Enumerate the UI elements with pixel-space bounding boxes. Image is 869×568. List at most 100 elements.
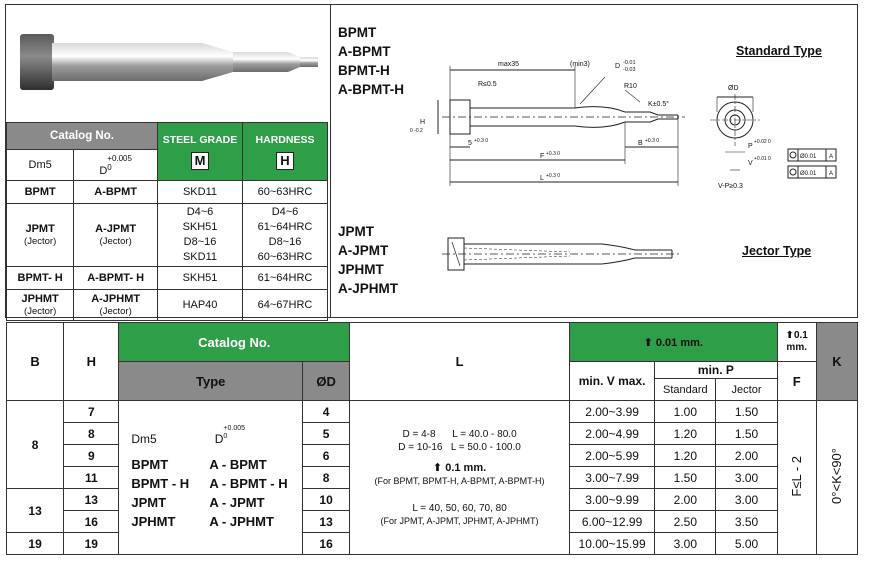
d-value: 8 bbox=[302, 466, 351, 489]
dim-p-tol: +0.02 0 bbox=[754, 139, 771, 145]
p-standard-header: Standard bbox=[654, 378, 717, 401]
dim-max35: max35 bbox=[498, 61, 519, 68]
l-range-2: D = 10-16 L = 50.0 - 100.0 bbox=[398, 441, 521, 453]
steel-grade-header: STEEL GRADE M bbox=[157, 122, 243, 181]
d-value: 16 bbox=[302, 532, 351, 555]
od-header: ØD bbox=[302, 361, 351, 401]
l-tol-text: 0.1 mm. bbox=[445, 461, 487, 474]
row-bpmt-grade: SKD11 bbox=[157, 180, 243, 204]
hardness-label: HARDNESS bbox=[255, 133, 315, 146]
tolerance-header-text: 0.01 mm. bbox=[655, 336, 703, 349]
type-d-tol-top: +0.005 bbox=[223, 424, 245, 432]
a-jphmt-sub: (Jector) bbox=[99, 305, 132, 317]
k-rule: 0°<K<90° bbox=[829, 448, 845, 504]
p-std-value: 2.50 bbox=[654, 510, 717, 533]
jector-type-drawing bbox=[442, 237, 680, 271]
hard-line: D8~16 bbox=[268, 236, 302, 248]
tolerance-header: ⬆ 0.01 mm. bbox=[568, 322, 778, 362]
dim-h-tol: 0 -0.2 bbox=[410, 128, 423, 134]
standard-type-label: Standard Type bbox=[736, 44, 822, 58]
p-jec-value: 3.00 bbox=[715, 488, 778, 511]
h-header: H bbox=[63, 322, 120, 401]
l-note-2: (For JPMT, A-JPMT, JPHMT, A-JPHMT) bbox=[380, 515, 539, 526]
v-value: 2.00~3.99 bbox=[568, 400, 656, 423]
dim-l-tol: +0.3 0 bbox=[546, 173, 560, 179]
min-v-max-header: min. V max. bbox=[568, 361, 656, 401]
dim-k: K±0.5° bbox=[648, 100, 669, 108]
row-bpmth-hard: 61~64HRC bbox=[242, 266, 328, 290]
l-note-1: (For BPMT, BPMT-H, A-BPMT, A-BPMT-H) bbox=[374, 475, 545, 486]
row-jphmt-a: JPHMT(Jector) bbox=[5, 289, 75, 321]
p-std-value: 1.20 bbox=[654, 444, 717, 467]
title-a-bpmt: A-BPMT bbox=[338, 44, 391, 59]
geo-tol-1: Ø0.01 bbox=[800, 154, 817, 160]
up-arrow-icon: ⬆ bbox=[643, 336, 653, 349]
a-jpmt-sub: (Jector) bbox=[99, 235, 132, 247]
dim-p: P bbox=[748, 143, 753, 150]
dim-d-tol-b: -0.03 bbox=[623, 67, 636, 73]
l-range-1: D = 4-8 L = 40.0 - 80.0 bbox=[402, 428, 517, 440]
f-tol-value: 0.1 bbox=[793, 330, 808, 341]
p-jec-value: 3.00 bbox=[715, 466, 778, 489]
f-rule: F≤L - 2 bbox=[789, 455, 805, 497]
grade-line: SKD11 bbox=[182, 251, 218, 263]
h-value: 7 bbox=[63, 400, 120, 423]
jpmt-label: JPMT bbox=[25, 222, 55, 235]
type-header: Type bbox=[118, 361, 304, 401]
hardness-symbol: H bbox=[276, 151, 294, 170]
title-jphmt: JPHMT bbox=[338, 262, 384, 277]
row-bpmt-b: A-BPMT bbox=[73, 180, 158, 204]
row-jpmt-grade: D4~6 SKH51 D8~16 SKD11 bbox=[157, 203, 243, 267]
dim-min3: (min3) bbox=[570, 61, 590, 68]
k-header: K bbox=[815, 322, 859, 401]
type-d: D bbox=[214, 431, 224, 446]
h-value: 11 bbox=[63, 466, 120, 489]
row-bpmth-b: A-BPMT- H bbox=[73, 266, 158, 290]
d-label: D bbox=[99, 164, 108, 177]
jpmt-sub: (Jector) bbox=[24, 235, 57, 247]
jphmt-label: JPHMT bbox=[21, 292, 59, 305]
dim-d-tol-a: -0.01 bbox=[623, 60, 636, 66]
f-tol-unit: mm. bbox=[786, 342, 807, 353]
row-bpmth-a: BPMT- H bbox=[5, 266, 75, 290]
catalog-no-header: Catalog No. bbox=[118, 322, 351, 362]
up-arrow-icon: ⬆ bbox=[785, 330, 794, 341]
dim-b: B bbox=[638, 140, 643, 147]
dim-f: F bbox=[540, 153, 544, 160]
type-right: A - BPMT - H bbox=[209, 475, 288, 491]
p-jec-value: 1.50 bbox=[715, 400, 778, 423]
h-value: 9 bbox=[63, 444, 120, 467]
h-value: 16 bbox=[63, 510, 120, 533]
dim-vp: V-P≥0.3 bbox=[718, 183, 743, 190]
dim-d: D bbox=[615, 63, 620, 70]
ejector-pin-photo bbox=[20, 34, 318, 90]
dim-s-tol: +0.3 0 bbox=[474, 138, 488, 144]
frame-top bbox=[5, 4, 858, 318]
dim-v: V bbox=[748, 160, 753, 167]
row-jpmt-hard: D4~6 61~64HRC D8~16 60~63HRC bbox=[242, 203, 328, 267]
title-a-bpmt-h: A-BPMT-H bbox=[338, 82, 404, 97]
catalog-header: Catalog No. bbox=[6, 122, 158, 150]
b-header: B bbox=[5, 322, 65, 401]
f-rule-cell: F≤L - 2 bbox=[776, 400, 817, 555]
row-jphmt-grade: HAP40 bbox=[157, 289, 243, 321]
row-bpmth-grade: SKH51 bbox=[157, 266, 243, 290]
dim-s: 5 bbox=[468, 140, 472, 147]
geo-ref-1: A bbox=[829, 154, 833, 160]
title-a-jphmt: A-JPHMT bbox=[338, 281, 398, 296]
standard-type-drawing: max35 (min3) D -0.01 -0.03 R≤0.5 R10 K±0… bbox=[410, 60, 837, 190]
diagram-titles-top: BPMT A-BPMT BPMT-H A-BPMT-H bbox=[338, 23, 404, 99]
l-range-3: L = 40, 50, 60, 70, 80 bbox=[412, 502, 507, 514]
v-value: 6.00~12.99 bbox=[568, 510, 656, 533]
type-left: BPMT bbox=[131, 456, 169, 472]
frame-divider bbox=[330, 4, 331, 318]
title-bpmt: BPMT bbox=[338, 25, 377, 40]
jphmt-sub: (Jector) bbox=[24, 305, 57, 317]
h-value: 8 bbox=[63, 422, 120, 445]
grade-line: SKH51 bbox=[182, 221, 218, 233]
